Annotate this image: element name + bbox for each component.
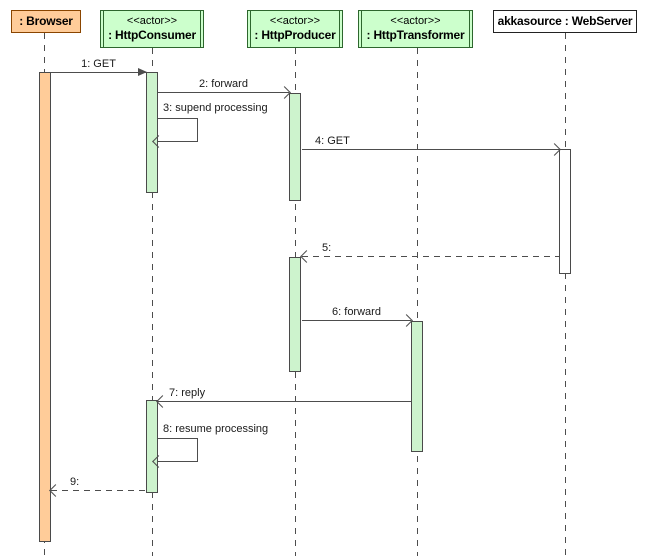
activation-consumer-2 — [146, 400, 158, 493]
message-label-2: 2: forward — [199, 78, 248, 90]
participant-name: : HttpProducer — [254, 28, 336, 43]
activation-browser — [39, 72, 51, 542]
activation-producer-2 — [289, 257, 301, 372]
participant-box-httpproducer: <<actor>> : HttpProducer — [247, 10, 343, 48]
message-line-7 — [156, 395, 411, 408]
open-arrowhead-icon — [156, 395, 169, 408]
participant-box-webserver: akkasource : WebServer — [493, 10, 637, 33]
open-arrowhead-icon — [300, 250, 313, 263]
activation-producer-1 — [289, 93, 301, 201]
message-label-4: 4: GET — [315, 135, 350, 147]
message-line-5 — [300, 250, 559, 263]
message-label-6: 6: forward — [332, 306, 381, 318]
message-label-8: 8: resume processing — [163, 423, 269, 435]
message-label-1: 1: GET — [81, 58, 116, 70]
message-label-3: 3: supend processing — [163, 102, 268, 114]
message-line-1 — [51, 68, 147, 76]
participant-name: : HttpTransformer — [366, 28, 465, 43]
message-label-9: 9: — [70, 476, 80, 488]
activation-transformer — [411, 321, 423, 452]
participant-stereotype: <<actor>> — [390, 14, 441, 27]
activation-consumer-1 — [146, 72, 158, 193]
participant-stereotype: <<actor>> — [126, 14, 178, 27]
message-line-9 — [49, 484, 146, 497]
message-label-7: 7: reply — [169, 387, 206, 399]
participant-stereotype: <<actor>> — [269, 14, 321, 27]
message-label-5: 5: — [322, 242, 332, 254]
participant-box-httptransformer: <<actor>> : HttpTransformer — [358, 10, 473, 48]
message-line-6 — [302, 314, 413, 327]
lifeline-webserver — [565, 33, 566, 556]
participant-name: : Browser — [19, 14, 73, 28]
message-line-2 — [158, 86, 291, 99]
open-arrowhead-icon — [49, 484, 62, 497]
message-line-4 — [302, 143, 561, 156]
participant-name: akkasource : WebServer — [497, 14, 633, 28]
participant-box-httpconsumer: <<actor>> : HttpConsumer — [100, 10, 204, 48]
participant-box-browser: : Browser — [11, 10, 81, 33]
filled-arrowhead-icon — [138, 68, 147, 76]
activation-webserver — [559, 149, 571, 274]
message-selfloop-3 — [152, 118, 198, 148]
message-selfloop-8 — [152, 438, 198, 468]
lifeline-consumer — [152, 48, 153, 556]
participant-name: : HttpConsumer — [108, 28, 196, 43]
lifeline-transformer — [417, 48, 418, 556]
